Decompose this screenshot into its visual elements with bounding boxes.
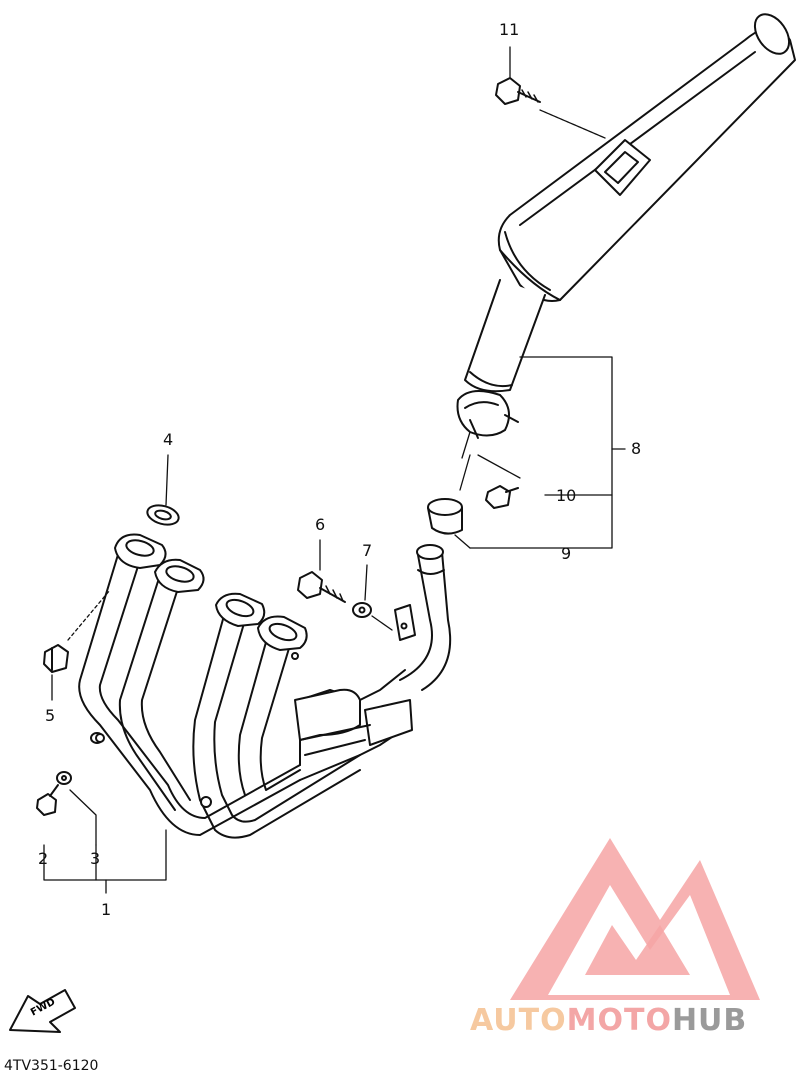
watermark-text: AUTOMOTOHUB xyxy=(470,1003,747,1038)
nut-5 xyxy=(43,644,69,673)
callout-11: 11 xyxy=(499,20,520,39)
watermark-part-moto: MOTO xyxy=(566,1003,672,1038)
bolt-6 xyxy=(297,571,346,603)
callout-5: 5 xyxy=(45,706,56,725)
callout-7: 7 xyxy=(362,541,373,560)
watermark-part-auto: AUTO xyxy=(470,1003,567,1038)
watermark-logo-icon xyxy=(510,838,760,1000)
callout-2: 2 xyxy=(38,849,49,868)
callout-4: 4 xyxy=(163,430,174,449)
watermark-part-hub: HUB xyxy=(671,1003,748,1038)
diagram-code: 4TV351-6120 xyxy=(4,1058,99,1074)
exhaust-header xyxy=(78,533,452,839)
fwd-arrow-icon xyxy=(9,989,76,1033)
callout-9: 9 xyxy=(561,544,572,563)
muffler xyxy=(456,13,796,439)
callout-3: 3 xyxy=(90,849,101,868)
callout-8: 8 xyxy=(631,439,642,458)
gasket-9 xyxy=(427,498,463,535)
leader-lines xyxy=(43,46,626,894)
callout-6: 6 xyxy=(315,515,326,534)
bolt-2 xyxy=(36,784,59,816)
bolt-11 xyxy=(495,77,541,105)
callout-10: 10 xyxy=(556,486,577,505)
gasket-4 xyxy=(146,504,180,526)
washer-7 xyxy=(352,602,372,618)
callout-1: 1 xyxy=(101,900,112,919)
bolt-10 xyxy=(485,485,519,509)
